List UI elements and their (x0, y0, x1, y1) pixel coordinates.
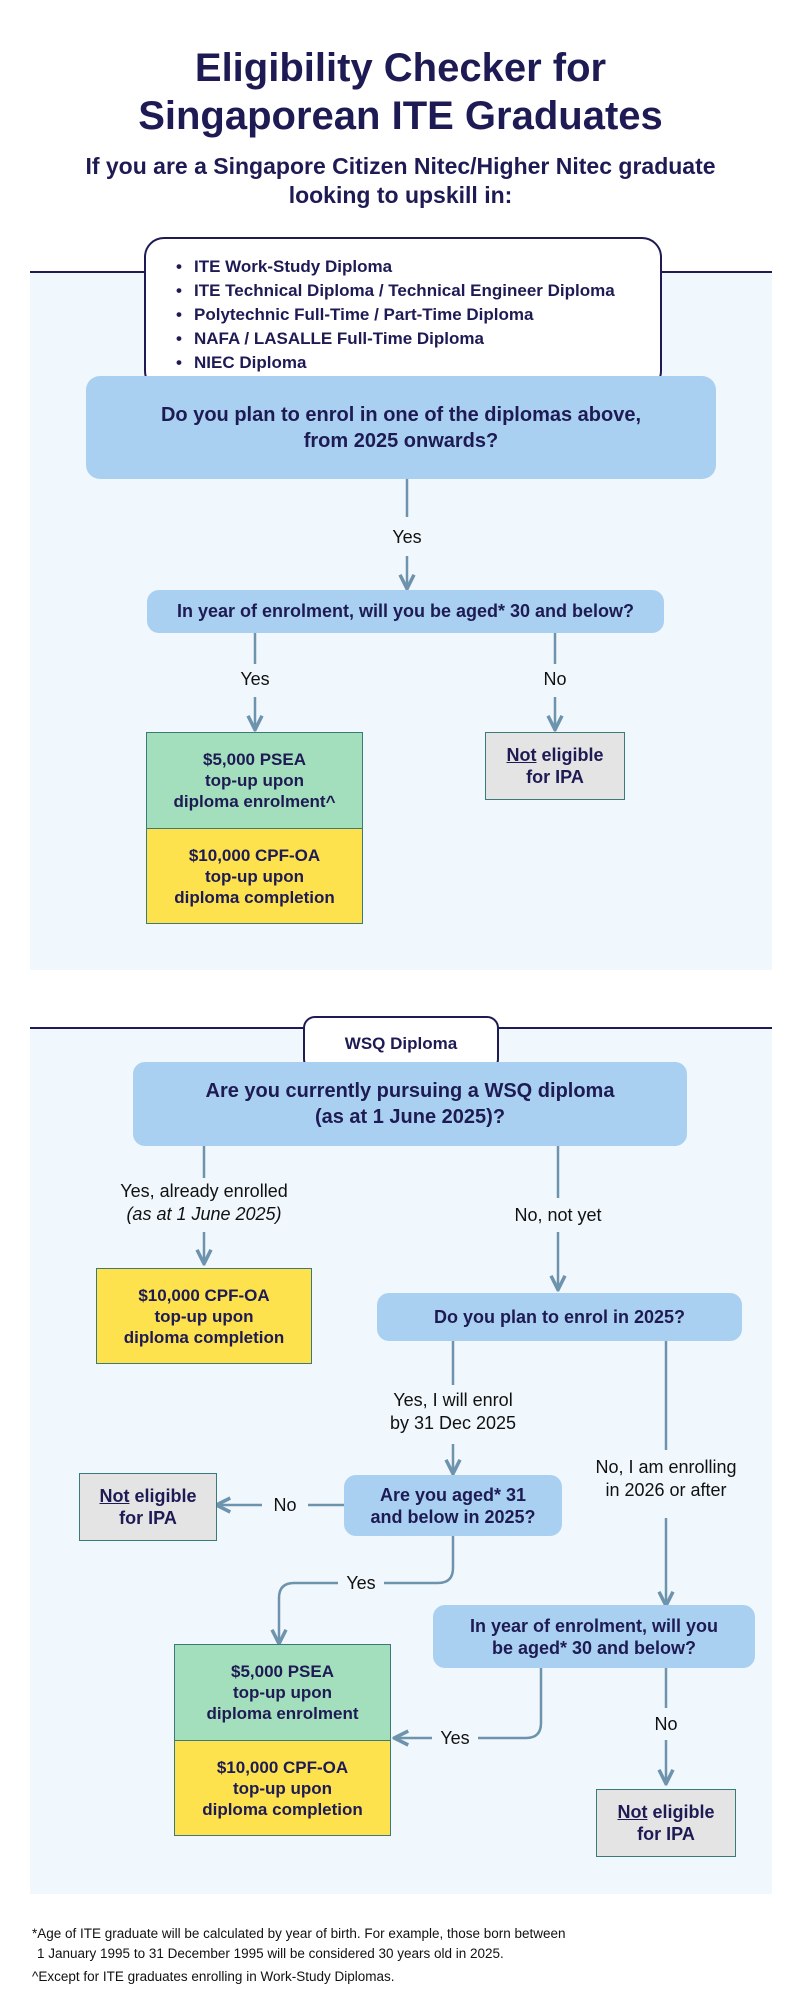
cpf-amount: $10,000 CPF-OA (216, 1757, 349, 1777)
question-aged-30-line-1: In year of enrolment, will you (469, 1615, 719, 1636)
question-pursuing-wsq: Are you currently pursuing a WSQ diploma… (133, 1062, 687, 1146)
cpf-text-2: diploma completion (202, 1799, 363, 1819)
label-no-aged-30: No (643, 1713, 689, 1736)
psea-topup-box: $5,000 PSEA top-up upon diploma enrolmen… (146, 732, 363, 828)
question-aged-31-line-1: Are you aged* 31 (379, 1484, 527, 1505)
diploma-item: NIEC Diploma (172, 351, 660, 375)
psea-text-1: top-up upon (232, 1683, 333, 1702)
diploma-item: NAFA / LASALLE Full-Time Diploma (172, 327, 660, 351)
not-eligible-box-aged-31: Not eligible for IPA (79, 1473, 217, 1541)
label-yes-will-line-2: by 31 Dec 2025 (389, 1413, 517, 1433)
for-ipa: for IPA (119, 1508, 177, 1528)
cpf-text-2: diploma completion (123, 1327, 285, 1347)
footnote-age-line-2: 1 January 1995 to 31 December 1995 will … (37, 1946, 504, 1961)
psea-text-2: diploma enrolment (206, 1704, 359, 1723)
psea-amount: $5,000 PSEA (230, 1662, 334, 1681)
label-yes-enrolled: Yes, already enrolled (as at 1 June 2025… (100, 1180, 308, 1226)
label-yes-will-enrol: Yes, I will enrol by 31 Dec 2025 (372, 1389, 534, 1435)
label-yes-aged-31: Yes (338, 1572, 384, 1595)
not-word: Not (617, 1802, 648, 1822)
psea-amount: $5,000 PSEA (202, 750, 306, 769)
question-enrol-2025: Do you plan to enrol in 2025? (377, 1293, 742, 1341)
diploma-list: ITE Work-Study Diploma ITE Technical Dip… (172, 255, 660, 375)
question-pursuing-wsq-line-1: Are you currently pursuing a WSQ diploma (205, 1080, 615, 1102)
label-yes-enrolled-line-2: (as at 1 June 2025) (126, 1204, 282, 1224)
label-yes-enrolled-line-1: Yes, already enrolled (120, 1181, 288, 1201)
eligible-word: eligible (647, 1802, 715, 1822)
connector-q3-yes-right (384, 1535, 455, 1585)
eligible-word: eligible (129, 1486, 197, 1506)
connector-q3-yes-left (279, 1581, 338, 1642)
not-eligible-box-aged-30: Not eligible for IPA (596, 1789, 736, 1857)
cpf-amount: $10,000 CPF-OA (188, 845, 321, 865)
cpf-topup-box-wsq: $10,000 CPF-OA top-up upon diploma compl… (174, 1740, 391, 1836)
label-no-2026-line-1: No, I am enrolling (595, 1457, 737, 1477)
psea-topup-box-wsq: $5,000 PSEA top-up upon diploma enrolmen… (174, 1644, 391, 1740)
question-plan-to-enrol-line-2: from 2025 onwards? (303, 429, 499, 452)
not-word: Not (506, 745, 537, 765)
label-yes-plan: Yes (382, 526, 432, 549)
page-title-line-2: Singaporean ITE Graduates (138, 94, 663, 138)
not-eligible-box: Not eligible for IPA (485, 732, 625, 800)
wsq-diploma-tag: WSQ Diploma (303, 1016, 499, 1071)
label-no-age: No (532, 668, 578, 691)
question-plan-to-enrol: Do you plan to enrol in one of the diplo… (86, 376, 716, 479)
question-plan-to-enrol-line-1: Do you plan to enrol in one of the diplo… (160, 403, 642, 426)
eligible-word: eligible (536, 745, 604, 765)
for-ipa: for IPA (526, 767, 584, 787)
label-yes-age: Yes (230, 668, 280, 691)
page-title-line-1: Eligibility Checker for (194, 46, 607, 90)
cpf-text-1: top-up upon (154, 1306, 254, 1326)
question-aged-31: Are you aged* 31 and below in 2025? (344, 1475, 562, 1536)
question-age-30: In year of enrolment, will you be aged* … (147, 590, 664, 633)
cpf-topup-box: $10,000 CPF-OA top-up upon diploma compl… (146, 828, 363, 924)
subtitle-line-2: looking to upskill in: (288, 182, 513, 208)
footnote-age-line-1: *Age of ITE graduate will be calculated … (32, 1926, 566, 1941)
cpf-amount: $10,000 CPF-OA (138, 1285, 270, 1305)
cpf-text-2: diploma completion (174, 887, 335, 907)
psea-text-1: top-up upon (204, 771, 305, 790)
for-ipa: for IPA (637, 1824, 695, 1844)
cpf-text-1: top-up upon (232, 1778, 333, 1798)
label-no-2026-line-2: in 2026 or after (605, 1480, 727, 1500)
diploma-item: Polytechnic Full-Time / Part-Time Diplom… (172, 303, 660, 327)
cpf-text-1: top-up upon (204, 866, 305, 886)
label-no-not-yet: No, not yet (502, 1204, 614, 1227)
footnote-work-study: ^Except for ITE graduates enrolling in W… (32, 1969, 395, 1984)
not-word: Not (99, 1486, 130, 1506)
diploma-item: ITE Work-Study Diploma (172, 255, 660, 279)
cpf-topup-box-enrolled: $10,000 CPF-OA top-up upon diploma compl… (96, 1268, 312, 1364)
question-aged-30-line-2: be aged* 30 and below? (491, 1637, 697, 1658)
connector-q4-yes-right (478, 1668, 543, 1740)
label-no-aged-31: No (262, 1494, 308, 1517)
label-yes-will-line-1: Yes, I will enrol (393, 1390, 513, 1410)
label-no-enrolling-2026: No, I am enrolling in 2026 or after (580, 1456, 752, 1502)
question-aged-30-enrolment: In year of enrolment, will you be aged* … (433, 1605, 755, 1668)
psea-text-2: diploma enrolment^ (173, 792, 336, 811)
question-pursuing-wsq-line-2: (as at 1 June 2025)? (314, 1106, 506, 1128)
subtitle-line-1: If you are a Singapore Citizen Nitec/Hig… (85, 153, 716, 179)
question-aged-31-line-2: and below in 2025? (370, 1506, 536, 1527)
diploma-list-card: ITE Work-Study Diploma ITE Technical Dip… (144, 237, 662, 391)
label-yes-aged-30: Yes (432, 1727, 478, 1750)
diploma-item: ITE Technical Diploma / Technical Engine… (172, 279, 660, 303)
